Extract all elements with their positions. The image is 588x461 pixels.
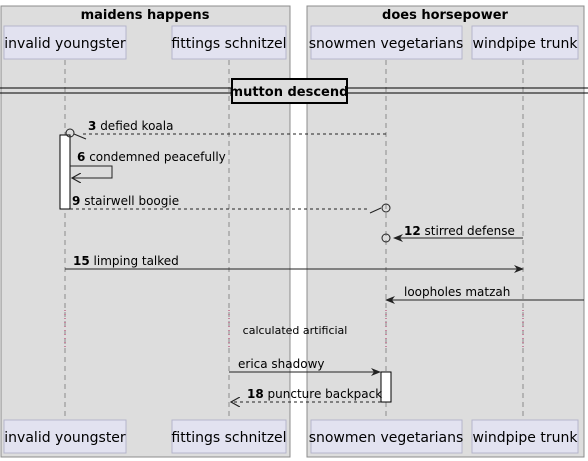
divider: mutton descend: [0, 78, 588, 104]
box-does-horsepower: does horsepower: [306, 5, 585, 458]
participant-invalid-youngster-top[interactable]: invalid youngster: [3, 25, 127, 60]
participant-label: snowmen vegetarians: [309, 36, 464, 52]
participant-label: windpipe trunk: [473, 36, 579, 52]
message-9: 9 stairwell boogie: [70, 194, 391, 214]
participant-label: fittings schnitzel: [171, 430, 286, 446]
participant-label: invalid youngster: [4, 36, 126, 52]
box-title: does horsepower: [382, 8, 509, 23]
participant-snowmen-vegetarians-top[interactable]: snowmen vegetarians: [309, 25, 464, 60]
delay: calculated artificial: [64, 310, 524, 350]
participant-label: invalid youngster: [4, 430, 126, 446]
participant-invalid-youngster-bottom[interactable]: invalid youngster: [3, 419, 127, 454]
lifelines: [64, 60, 524, 420]
participant-fittings-schnitzel-top[interactable]: fittings schnitzel: [171, 25, 287, 60]
participant-windpipe-trunk-top[interactable]: windpipe trunk: [471, 25, 579, 60]
message-label: 6 condemned peacefully: [77, 150, 226, 164]
message-6: 6 condemned peacefully: [70, 150, 226, 178]
message-12: 12 stirred defense: [381, 224, 523, 243]
participant-snowmen-vegetarians-bottom[interactable]: snowmen vegetarians: [309, 419, 464, 454]
participant-label: fittings schnitzel: [171, 36, 286, 52]
message-15: 15 limping talked: [65, 254, 524, 273]
message-label: 18 puncture backpack: [247, 387, 382, 401]
message-label: 15 limping talked: [73, 254, 179, 268]
message-3: 3 defied koala: [65, 119, 386, 140]
divider-label: mutton descend: [230, 85, 349, 100]
participant-fittings-schnitzel-bottom[interactable]: fittings schnitzel: [171, 419, 287, 454]
participant-label: snowmen vegetarians: [309, 430, 464, 446]
activation-bar: [59, 134, 71, 210]
message-18: 18 puncture backpack: [231, 387, 382, 402]
box-title: maidens happens: [81, 8, 210, 23]
message-erica: erica shadowy: [229, 357, 381, 376]
message-loopholes: loopholes matzah: [385, 285, 584, 304]
message-label: erica shadowy: [238, 357, 325, 371]
message-label: 12 stirred defense: [404, 224, 515, 238]
delay-label: calculated artificial: [243, 324, 348, 337]
participant-windpipe-trunk-bottom[interactable]: windpipe trunk: [471, 419, 579, 454]
message-label: 9 stairwell boogie: [72, 194, 179, 208]
message-label: loopholes matzah: [404, 285, 510, 299]
activation-bar: [380, 371, 392, 403]
participant-label: windpipe trunk: [473, 430, 579, 446]
message-label: 3 defied koala: [88, 119, 173, 133]
